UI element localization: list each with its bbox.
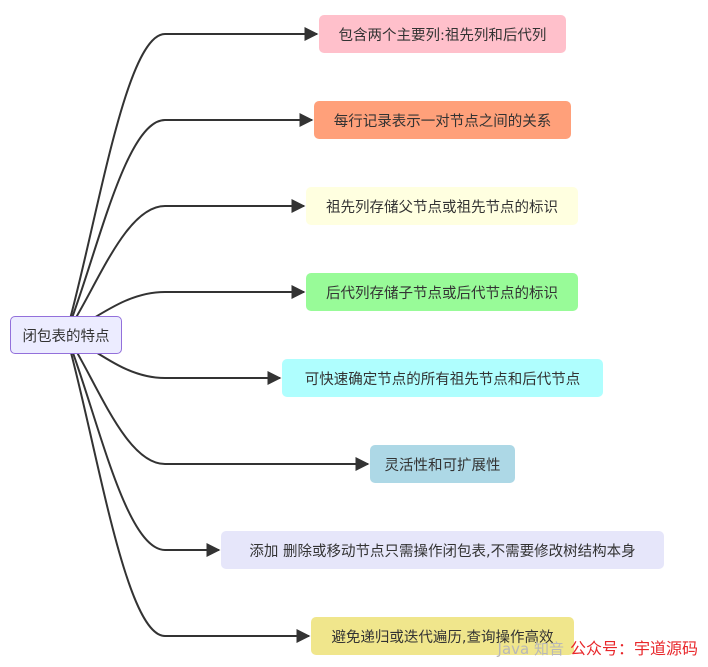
root-node[interactable]: 闭包表的特点 [10, 316, 122, 354]
child-node-label: 可快速确定节点的所有祖先节点和后代节点 [304, 371, 581, 388]
edge-root-to-child-3 [65, 199, 306, 335]
child-node-2[interactable]: 每行记录表示一对节点之间的关系 [314, 101, 571, 139]
child-node-4[interactable]: 后代列存储子节点或后代节点的标识 [306, 273, 578, 311]
child-node-3[interactable]: 祖先列存储父节点或祖先节点的标识 [306, 187, 578, 225]
child-node-6[interactable]: 灵活性和可扩展性 [370, 445, 515, 483]
child-node-5[interactable]: 可快速确定节点的所有祖先节点和后代节点 [282, 359, 603, 397]
watermark: Java 知音公众号：宇道源码 [498, 635, 698, 659]
child-node-label: 每行记录表示一对节点之间的关系 [333, 113, 552, 130]
edge-root-to-child-7 [65, 333, 221, 557]
child-node-label: 包含两个主要列:祖先列和后代列 [338, 27, 547, 44]
watermark-faded-text: Java 知音 [497, 640, 564, 658]
child-node-7[interactable]: 添加 删除或移动节点只需操作闭包表,不需要修改树结构本身 [221, 531, 664, 569]
root-node-label: 闭包表的特点 [22, 328, 110, 345]
edge-root-to-child-2 [65, 113, 314, 335]
child-node-label: 后代列存储子节点或后代节点的标识 [326, 285, 558, 302]
child-node-label: 避免递归或迭代遍历,查询操作高效 [331, 629, 554, 646]
child-node-label: 添加 删除或移动节点只需操作闭包表,不需要修改树结构本身 [249, 543, 636, 560]
child-node-label: 灵活性和可扩展性 [384, 457, 501, 474]
child-node-label: 祖先列存储父节点或祖先节点的标识 [326, 199, 558, 216]
child-node-1[interactable]: 包含两个主要列:祖先列和后代列 [319, 15, 566, 53]
edge-root-to-child-1 [65, 27, 319, 335]
watermark-main-text: 公众号：宇道源码 [569, 639, 698, 658]
edge-root-to-child-8 [65, 333, 311, 643]
child-node-8[interactable]: 避免递归或迭代遍历,查询操作高效 [311, 617, 574, 655]
